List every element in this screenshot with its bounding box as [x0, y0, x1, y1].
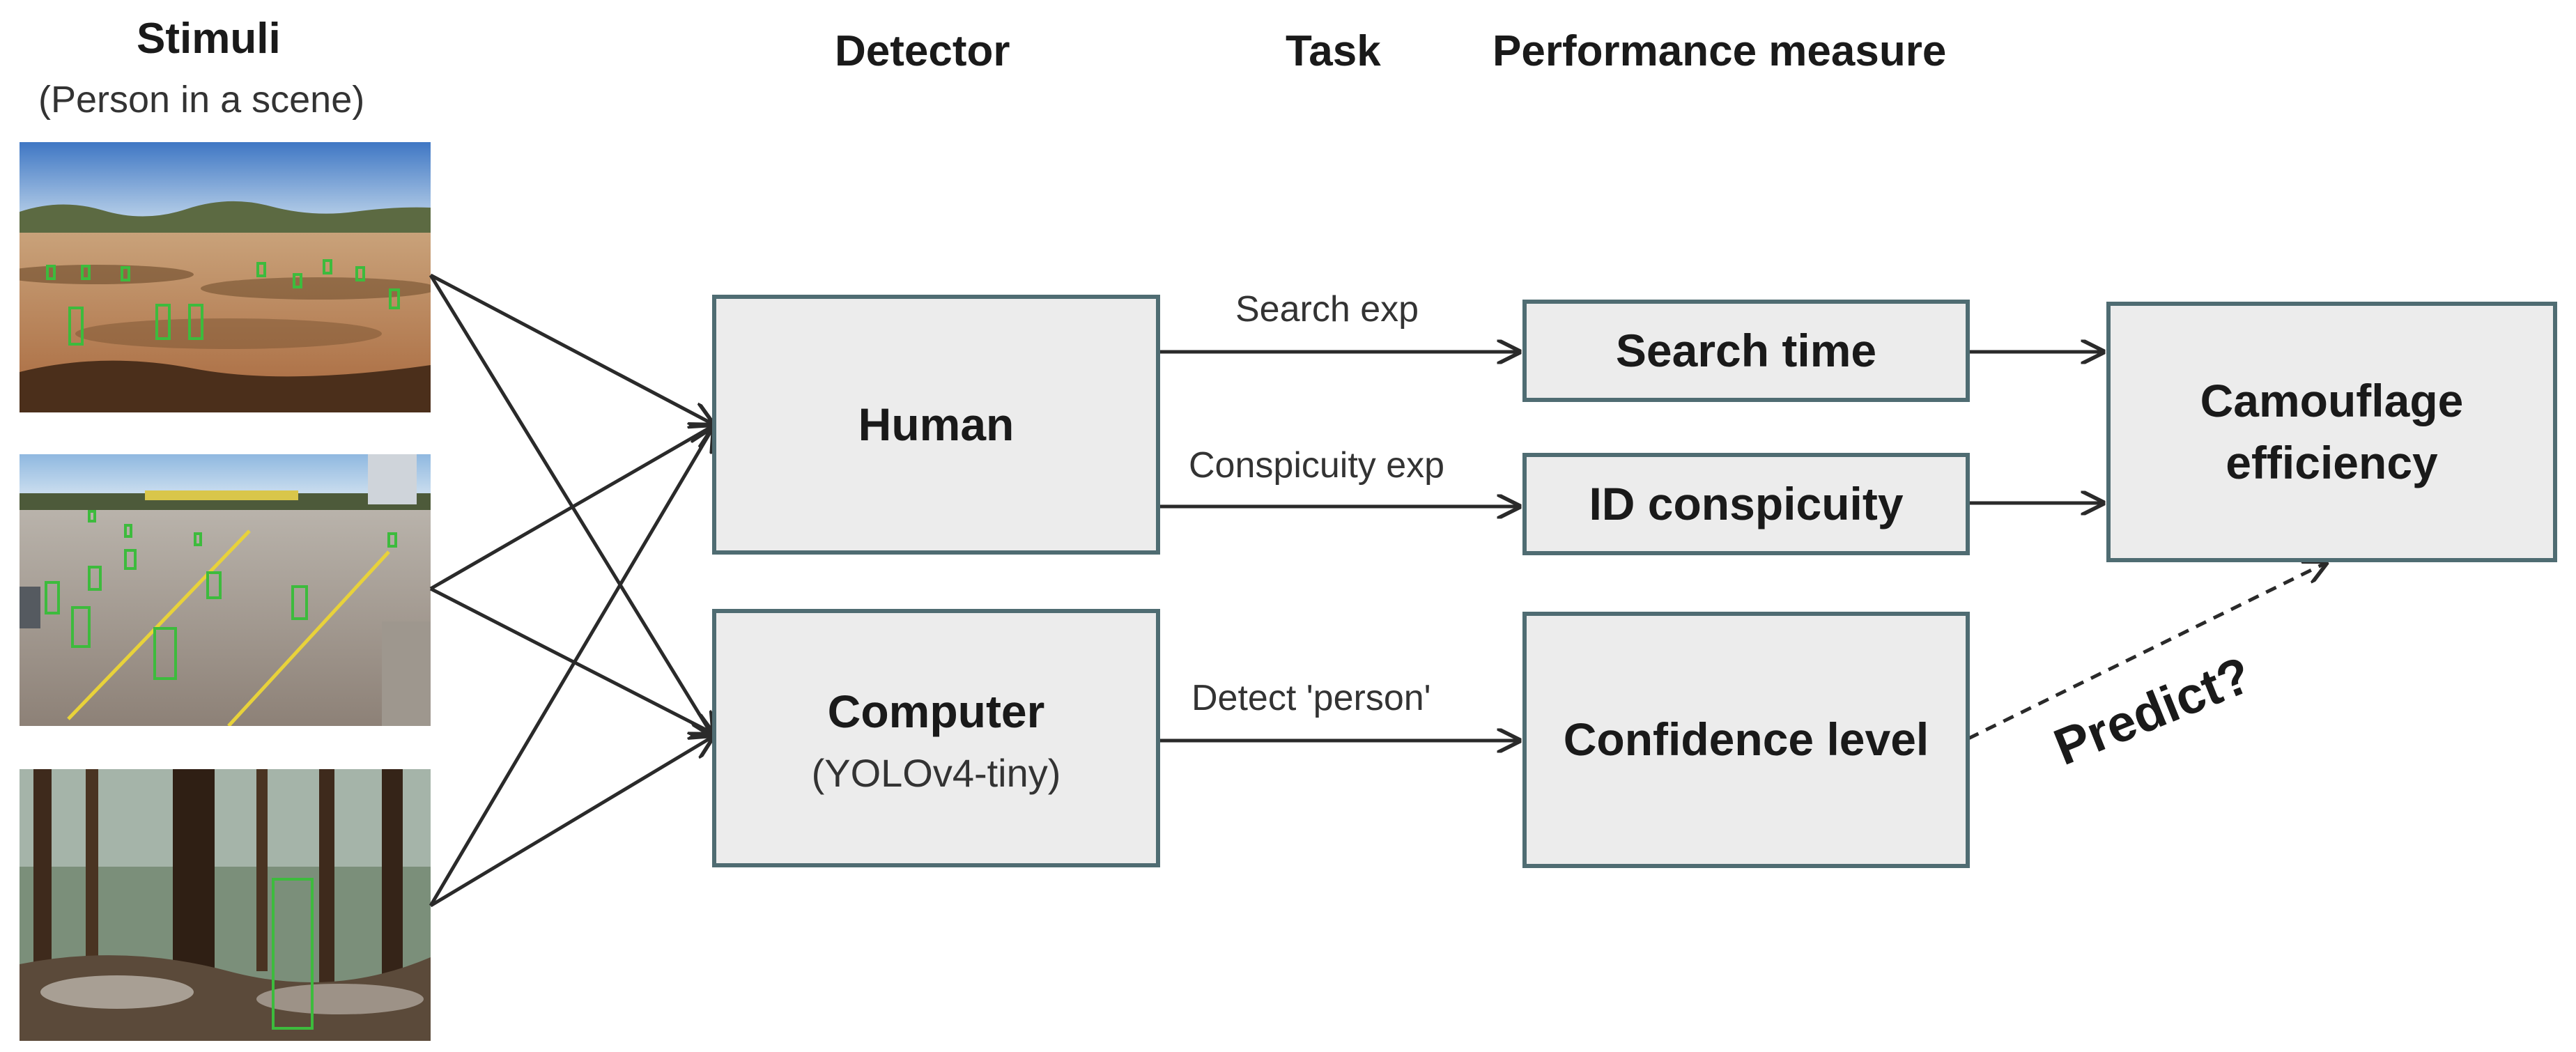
arrow-stimulus1-computer [429, 274, 712, 735]
arrow-stimulus2-computer [429, 587, 712, 733]
detection-box [81, 265, 91, 280]
detection-box [272, 878, 314, 1030]
arrow-confidence-predict-camouflage [1967, 563, 2326, 741]
detection-box [153, 627, 177, 680]
human-box: Human [712, 295, 1160, 555]
detection-box [206, 571, 222, 599]
performance-header: Performance measure [1493, 27, 1947, 75]
arrow-stimulus3-computer [429, 737, 712, 908]
stimuli-subheader: (Person in a scene) [38, 79, 365, 121]
desert-heath-scene-image [20, 142, 431, 412]
arrow-stimulus2-human [429, 426, 712, 591]
computer-model-label: (YOLOv4-tiny) [811, 750, 1061, 795]
computer-label: Computer [827, 686, 1045, 738]
arrow-stimulus3-human [429, 429, 712, 907]
forest-scene-drawing [20, 769, 431, 1041]
detection-box [45, 581, 60, 614]
task-header: Task [1286, 27, 1381, 75]
id-conspicuity-box: ID conspicuity [1522, 453, 1970, 555]
detection-box [291, 585, 308, 620]
road-scene-image [20, 454, 431, 726]
id-conspicuity-label: ID conspicuity [1589, 477, 1904, 529]
forest-scene-image [20, 769, 431, 1041]
detection-box [155, 304, 171, 340]
detection-box [124, 549, 137, 570]
search-time-label: Search time [1615, 324, 1877, 376]
camouflage-efficiency-label: Camouflage efficiency [2200, 374, 2464, 488]
search-time-box: Search time [1522, 300, 1970, 402]
desert-heath-scene-drawing [20, 142, 431, 412]
detection-box [88, 510, 96, 523]
detection-box [256, 262, 266, 277]
detection-box [293, 273, 302, 288]
detection-box [323, 259, 332, 274]
conspicuity-exp-label: Conspicuity exp [1189, 445, 1445, 486]
confidence-level-label: Confidence level [1563, 713, 1929, 766]
detection-box [194, 532, 202, 546]
detection-box [68, 307, 84, 346]
detection-box [121, 266, 130, 281]
detect-person-label: Detect 'person' [1191, 678, 1431, 718]
detection-box [389, 288, 400, 309]
detector-header: Detector [835, 27, 1010, 75]
detection-box [124, 524, 132, 538]
detection-box [46, 265, 56, 280]
search-exp-label: Search exp [1235, 289, 1419, 330]
detection-box [88, 566, 102, 591]
computer-box: Computer (YOLOv4-tiny) [712, 609, 1160, 867]
confidence-level-box: Confidence level [1522, 612, 1970, 868]
detection-box [71, 606, 91, 648]
camouflage-efficiency-box: Camouflage efficiency [2106, 302, 2557, 562]
detection-box [188, 304, 203, 340]
arrow-stimulus1-human [429, 273, 712, 424]
stimuli-header: Stimuli [137, 15, 281, 63]
detection-box [387, 532, 397, 548]
detection-box [355, 266, 365, 281]
human-label: Human [858, 398, 1015, 450]
